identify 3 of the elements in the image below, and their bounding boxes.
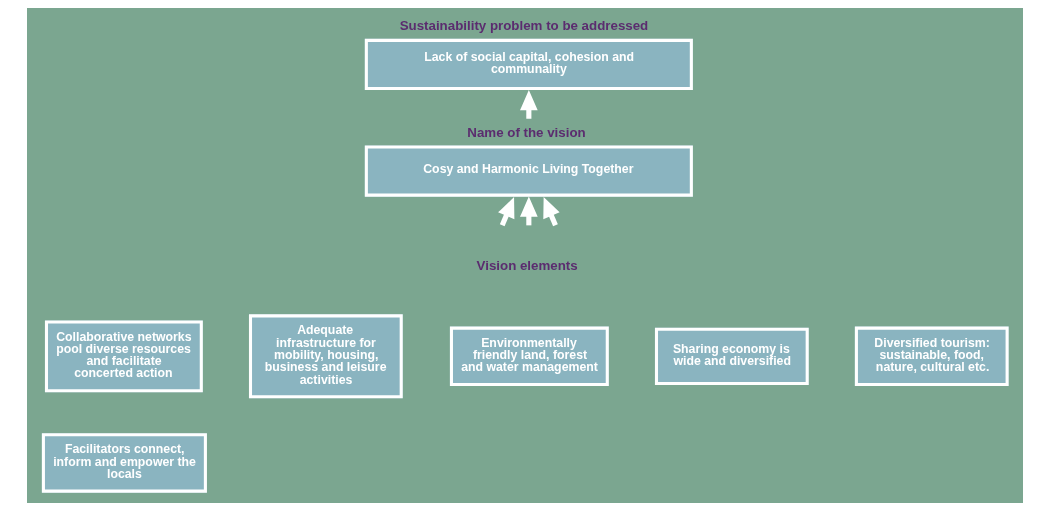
node-label: Sustainability problem to be addressed [399, 17, 648, 33]
label: Vision elements [476, 257, 578, 273]
node-label: Name of the vision [466, 124, 586, 140]
